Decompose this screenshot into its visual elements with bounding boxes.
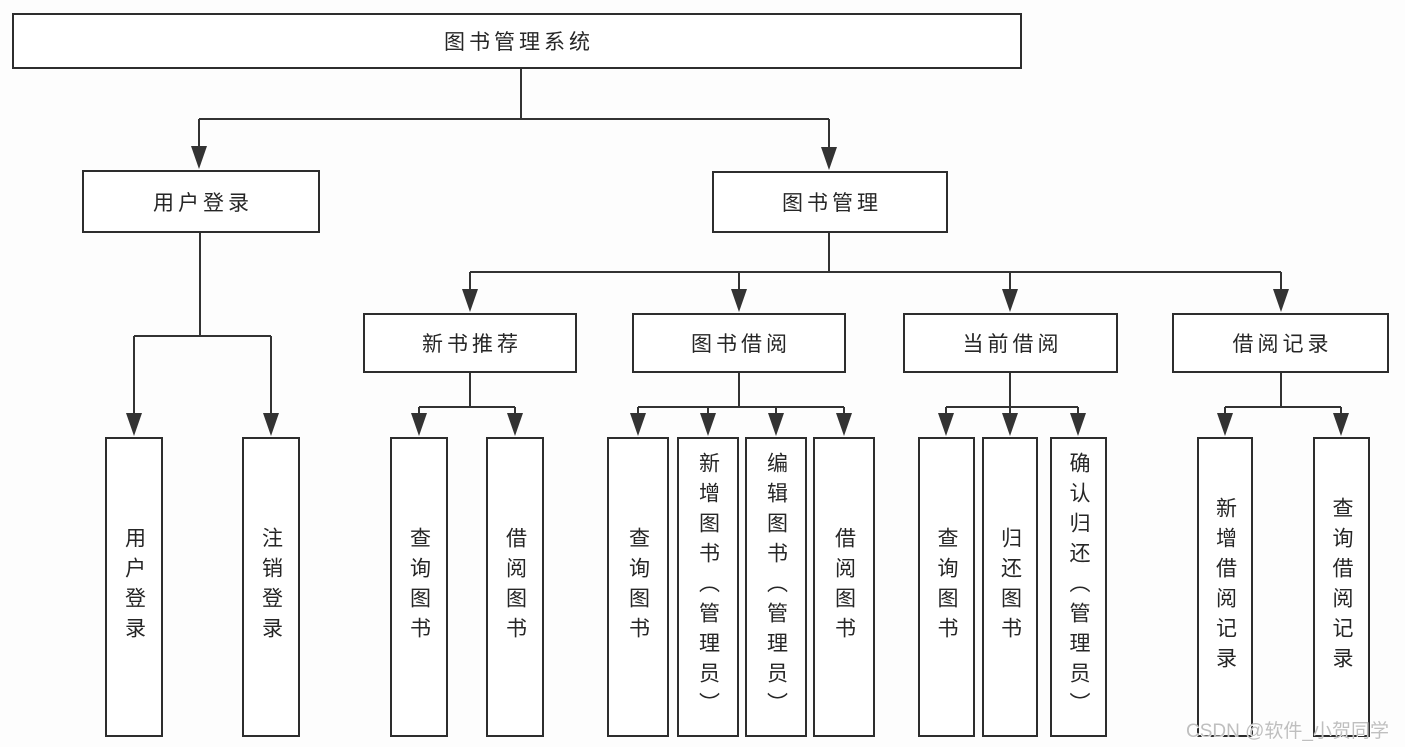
leaf-logout-label: 注销登录 xyxy=(259,527,283,647)
node-borrowing-records-label: 借阅记录 xyxy=(1232,333,1333,356)
node-root-library-system: 图书管理系统 xyxy=(12,13,1022,69)
leaf-borrow-query-books: 查询图书 xyxy=(607,437,669,737)
leaf-recommend-borrow-books-label: 借阅图书 xyxy=(503,527,527,647)
leaf-records-query-record-label: 查询借阅记录 xyxy=(1330,497,1353,677)
leaf-current-return-books: 归还图书 xyxy=(982,437,1038,737)
leaf-recommend-query-books-label: 查询图书 xyxy=(407,527,431,647)
node-book-borrowing: 图书借阅 xyxy=(632,313,846,373)
leaf-records-add-record-label: 新增借阅记录 xyxy=(1213,497,1237,677)
arrowheads xyxy=(126,146,1349,436)
node-current-borrowing: 当前借阅 xyxy=(903,313,1118,373)
leaf-borrow-add-books-admin: 新增图书（管理员） xyxy=(677,437,739,737)
leaf-recommend-query-books: 查询图书 xyxy=(390,437,448,737)
node-user-login-label: 用户登录 xyxy=(153,191,253,215)
leaf-current-confirm-return-admin-label: 确认归还（管理员） xyxy=(1067,452,1090,722)
node-book-management: 图书管理 xyxy=(712,171,948,233)
leaf-current-query-books-label: 查询图书 xyxy=(935,527,958,647)
node-user-login: 用户登录 xyxy=(82,170,320,233)
node-new-book-recommend-label: 新书推荐 xyxy=(422,333,522,356)
node-new-book-recommend: 新书推荐 xyxy=(363,313,577,373)
node-book-management-label: 图书管理 xyxy=(782,192,882,215)
leaf-current-confirm-return-admin: 确认归还（管理员） xyxy=(1050,437,1107,737)
leaf-user-login-label: 用户登录 xyxy=(122,527,146,647)
node-root-label: 图书管理系统 xyxy=(444,31,594,54)
leaf-borrow-edit-books-admin-label: 编辑图书（管理员） xyxy=(764,452,788,722)
node-borrowing-records: 借阅记录 xyxy=(1172,313,1389,373)
leaf-logout: 注销登录 xyxy=(242,437,300,737)
leaf-borrow-add-books-admin-label: 新增图书（管理员） xyxy=(696,452,720,722)
leaf-current-return-books-label: 归还图书 xyxy=(998,527,1022,647)
node-book-borrowing-label: 图书借阅 xyxy=(691,333,791,356)
leaf-borrow-edit-books-admin: 编辑图书（管理员） xyxy=(745,437,807,737)
leaf-records-query-record: 查询借阅记录 xyxy=(1313,437,1370,737)
node-current-borrowing-label: 当前借阅 xyxy=(962,333,1063,356)
leaf-recommend-borrow-books: 借阅图书 xyxy=(486,437,544,737)
leaf-user-login: 用户登录 xyxy=(105,437,163,737)
leaf-borrow-borrow-books: 借阅图书 xyxy=(813,437,875,737)
leaf-current-query-books: 查询图书 xyxy=(918,437,975,737)
leaf-borrow-borrow-books-label: 借阅图书 xyxy=(832,527,856,647)
leaf-records-add-record: 新增借阅记录 xyxy=(1197,437,1253,737)
leaf-borrow-query-books-label: 查询图书 xyxy=(626,527,650,647)
csdn-watermark: CSDN @软件_小贺同学 xyxy=(1186,721,1389,742)
